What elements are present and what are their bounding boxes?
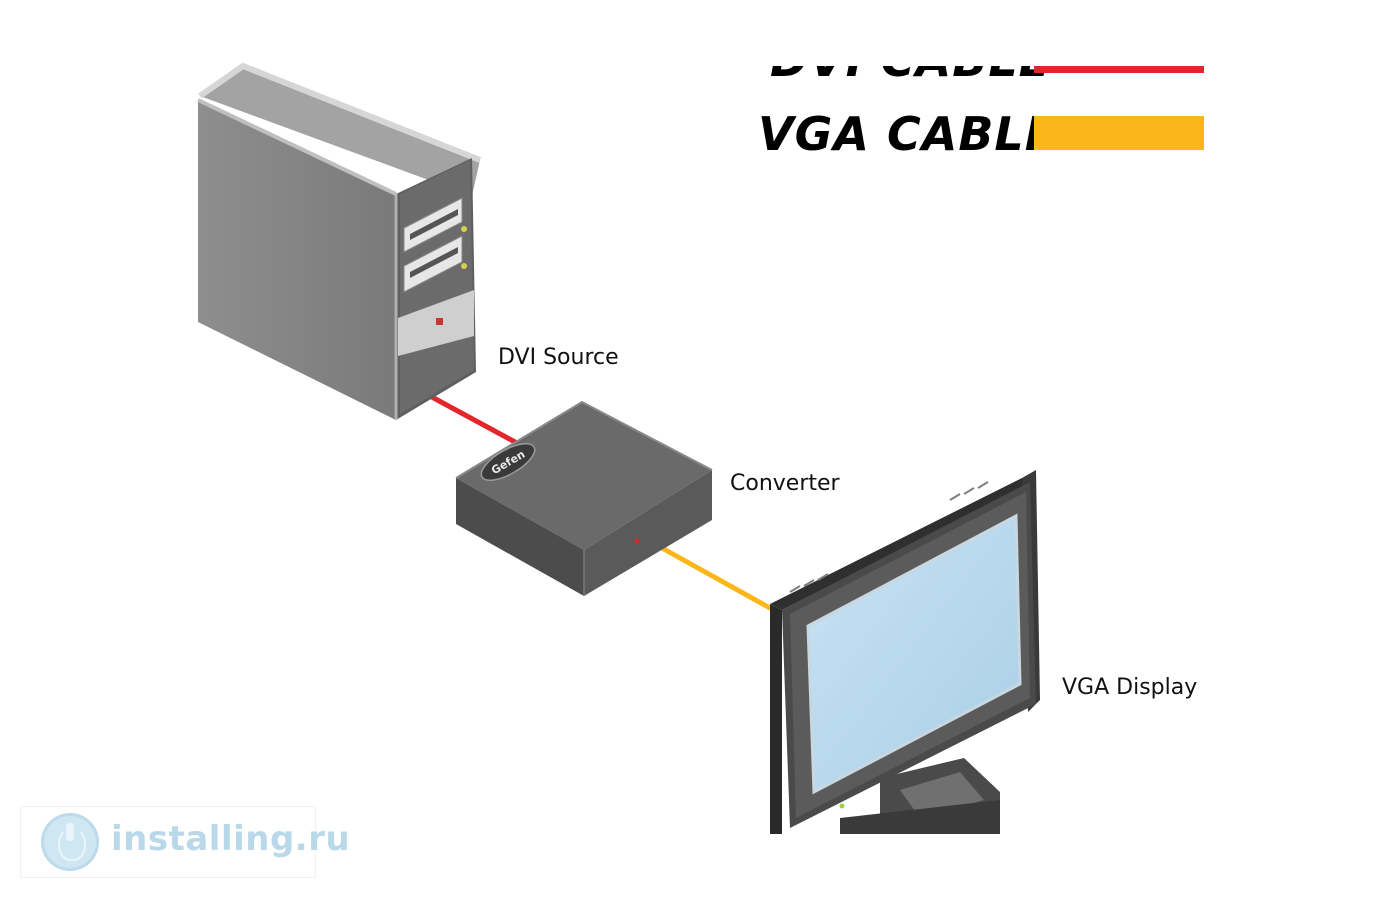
label-dvi-source: DVI Source: [498, 345, 619, 370]
watermark-text: installing.ru: [111, 819, 351, 859]
installing-logo-icon: [41, 813, 99, 871]
brand-badge: [480, 443, 536, 481]
legend-dvi-label: DVI CABLE: [770, 33, 1051, 87]
legend-dvi-swatch: [1034, 66, 1204, 73]
legend: DVI CABLE VGA CABLE: [758, 33, 1204, 161]
computer-tower-icon: [197, 63, 482, 420]
dvi-cable: [427, 393, 518, 445]
legend-vga-swatch: [1034, 116, 1204, 150]
legend-vga-label: VGA CABLE: [758, 107, 1057, 161]
monitor-screen: [806, 513, 1022, 795]
label-vga-display: VGA Display: [1062, 675, 1197, 700]
label-converter: Converter: [730, 471, 841, 496]
legend-vga: VGA CABLE: [758, 107, 1204, 161]
watermark: installing.ru: [20, 806, 350, 878]
status-led: [634, 538, 640, 544]
legend-dvi: DVI CABLE: [770, 33, 1204, 87]
vga-cable: [659, 545, 773, 611]
monitor-icon: [770, 470, 1040, 834]
